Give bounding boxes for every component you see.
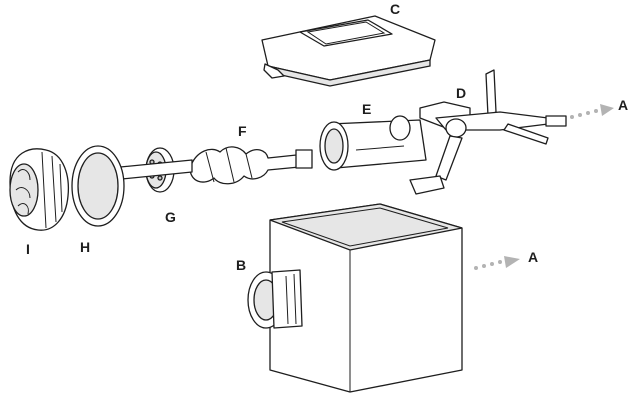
pusher-d	[410, 70, 566, 194]
label-h: H	[80, 240, 90, 254]
nut-i	[10, 149, 68, 230]
label-f: F	[238, 124, 247, 138]
label-e: E	[362, 102, 371, 116]
label-a-top: A	[618, 98, 628, 112]
arrow-a-top	[570, 104, 614, 119]
label-c: C	[390, 2, 400, 16]
housing-b	[248, 204, 462, 392]
auger-f	[190, 147, 312, 184]
feed-tube-e	[320, 116, 426, 170]
arrow-a-bottom	[474, 256, 520, 270]
label-d: D	[456, 86, 466, 100]
label-g: G	[165, 210, 176, 224]
label-b: B	[236, 258, 246, 272]
label-a-bottom: A	[528, 250, 538, 264]
label-i: I	[26, 242, 30, 256]
tray-c	[262, 16, 435, 86]
